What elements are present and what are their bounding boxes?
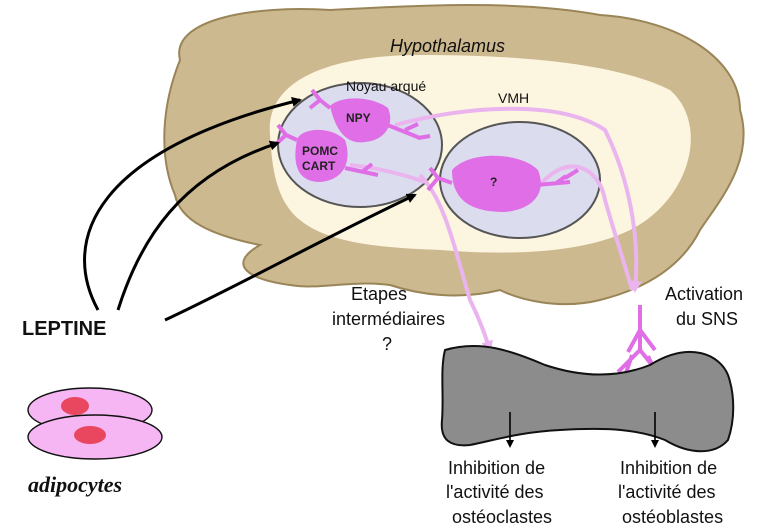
leptin-label: LEPTINE xyxy=(22,318,106,340)
sns-line1: Activation xyxy=(665,284,743,304)
cart-label: CART xyxy=(302,159,336,173)
osteoblast-line1: Inhibition de xyxy=(620,458,717,478)
sns-line2: du SNS xyxy=(676,309,738,329)
osteoclast-line3: ostéoclastes xyxy=(452,507,552,527)
intermediate-steps-line1: Etapes xyxy=(351,284,407,304)
osteoblast-line3: ostéoblastes xyxy=(622,507,723,527)
adipocytes-illustration xyxy=(28,388,162,459)
intermediate-steps-line3: ? xyxy=(382,334,392,354)
npy-label: NPY xyxy=(346,111,371,125)
intermediate-steps-line2: intermédiaires xyxy=(332,309,445,329)
arcuate-nucleus-label: Noyau arqué xyxy=(346,78,426,94)
pomc-label: POMC xyxy=(302,144,338,158)
bone xyxy=(442,346,734,451)
adipocytes-label: adipocytes xyxy=(28,472,122,497)
vmh-label: VMH xyxy=(498,90,529,106)
osteoblast-line2: l'activité des xyxy=(618,482,715,502)
unknown-neuron-label: ? xyxy=(490,175,497,189)
osteoclast-line1: Inhibition de xyxy=(448,458,545,478)
hypothalamus-title: Hypothalamus xyxy=(390,36,505,56)
osteoclast-line2: l'activité des xyxy=(446,482,543,502)
